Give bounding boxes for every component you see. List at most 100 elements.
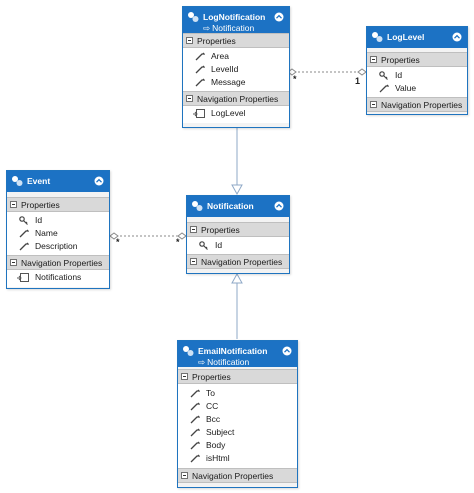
entity-name: Notification: [207, 201, 254, 211]
collapse-icon[interactable]: [274, 201, 284, 211]
entity-base-type: ⇨Notification: [203, 23, 254, 34]
property-row[interactable]: Subject: [178, 426, 297, 439]
section-title: Navigation Properties: [197, 94, 279, 104]
collapse-icon[interactable]: [282, 346, 292, 356]
wrench-icon: [190, 402, 200, 411]
property-row[interactable]: To: [178, 387, 297, 400]
property-row[interactable]: CC: [178, 400, 297, 413]
entity-name: LogNotification: [203, 12, 266, 22]
properties-section: Properties Id Value: [367, 52, 467, 97]
section-header[interactable]: Properties: [183, 33, 289, 48]
entity-base-type: ⇨Notification: [198, 357, 249, 368]
wrench-icon: [190, 428, 200, 437]
section-title: Navigation Properties: [192, 471, 274, 481]
entity-header[interactable]: Notification: [187, 196, 289, 217]
navigation-section: Navigation Properties Notifications: [7, 255, 109, 287]
navigation-section: Navigation Properties: [178, 468, 297, 483]
entity-icon: [192, 201, 203, 211]
section-header[interactable]: Navigation Properties: [367, 97, 467, 112]
collapse-section-icon[interactable]: [10, 259, 17, 266]
section-header[interactable]: Navigation Properties: [187, 254, 289, 269]
property-row[interactable]: Bcc: [178, 413, 297, 426]
entity-icon: [188, 12, 199, 22]
collapse-section-icon[interactable]: [370, 101, 377, 108]
navigation-property-name: Notifications: [35, 272, 82, 282]
section-header[interactable]: Navigation Properties: [183, 91, 289, 106]
property-row[interactable]: Message: [183, 76, 289, 89]
section-title: Properties: [381, 55, 420, 65]
entity-loglevel[interactable]: LogLevel Properties Id Value: [366, 26, 468, 115]
navigation-property-row[interactable]: LogLevel: [183, 107, 289, 120]
entity-event[interactable]: Event Properties Id Name: [6, 170, 110, 289]
entity-icon: [372, 32, 383, 42]
property-row[interactable]: isHtml: [178, 452, 297, 465]
section-header[interactable]: Properties: [367, 52, 467, 67]
property-row[interactable]: Description: [7, 240, 109, 253]
property-name: Message: [211, 77, 246, 87]
property-name: Bcc: [206, 414, 221, 424]
collapse-section-icon[interactable]: [10, 201, 17, 208]
property-name: LevelId: [211, 64, 239, 74]
base-type-name: Notification: [207, 357, 250, 367]
property-row[interactable]: Id: [187, 239, 289, 252]
property-row[interactable]: Value: [367, 82, 467, 95]
key-icon: [199, 241, 208, 250]
property-row[interactable]: LevelId: [183, 63, 289, 76]
entity-lognotification[interactable]: LogNotification ⇨Notification Properties…: [182, 6, 290, 128]
section-header[interactable]: Properties: [7, 197, 109, 212]
wrench-icon: [190, 441, 200, 450]
property-name: To: [206, 388, 215, 398]
property-row[interactable]: Id: [367, 69, 467, 82]
collapse-section-icon[interactable]: [190, 258, 197, 265]
navigation-section: Navigation Properties LogLevel: [183, 91, 289, 123]
multiplicity-label: *: [176, 237, 180, 247]
section-header[interactable]: Navigation Properties: [178, 468, 297, 483]
wrench-icon: [195, 78, 205, 87]
property-name: Id: [215, 240, 223, 250]
section-title: Navigation Properties: [201, 257, 283, 267]
wrench-icon: [190, 389, 200, 398]
section-header[interactable]: Properties: [178, 369, 297, 384]
collapse-section-icon[interactable]: [186, 95, 193, 102]
collapse-section-icon[interactable]: [370, 56, 377, 63]
wrench-icon: [195, 65, 205, 74]
entity-emailnotification[interactable]: EmailNotification ⇨Notification Properti…: [177, 340, 298, 488]
entity-header[interactable]: Event: [7, 171, 109, 192]
navigation-section: Navigation Properties: [187, 254, 289, 269]
inherit-arrow-icon: ⇨: [198, 357, 206, 367]
properties-section: Properties Area LevelId Message: [183, 33, 289, 91]
entity-header[interactable]: EmailNotification ⇨Notification: [178, 341, 297, 367]
entity-notification[interactable]: Notification Properties Id Navigation Pr…: [186, 195, 290, 274]
property-name: Description: [35, 241, 78, 251]
wrench-icon: [190, 415, 200, 424]
entity-header[interactable]: LogNotification ⇨Notification: [183, 7, 289, 33]
multiplicity-label: 1: [355, 76, 361, 86]
section-title: Properties: [201, 225, 240, 235]
property-name: Value: [395, 83, 417, 93]
wrench-icon: [379, 84, 389, 93]
collapse-section-icon[interactable]: [181, 373, 188, 380]
wrench-icon: [195, 52, 205, 61]
collapse-section-icon[interactable]: [190, 226, 197, 233]
entity-header[interactable]: LogLevel: [367, 27, 467, 48]
collapse-section-icon[interactable]: [181, 472, 188, 479]
collapse-icon[interactable]: [274, 12, 284, 22]
collapse-icon[interactable]: [94, 176, 104, 186]
property-name: Id: [35, 215, 43, 225]
property-row[interactable]: Id: [7, 214, 109, 227]
navigation-property-row[interactable]: Notifications: [7, 271, 109, 284]
property-row[interactable]: Body: [178, 439, 297, 452]
section-header[interactable]: Navigation Properties: [7, 255, 109, 270]
properties-section: Properties To CC Bcc Subject: [178, 369, 297, 468]
property-row[interactable]: Area: [183, 50, 289, 63]
property-name: Id: [395, 70, 403, 80]
entity-icon: [183, 346, 194, 356]
property-name: CC: [206, 401, 219, 411]
collapse-section-icon[interactable]: [186, 37, 193, 44]
collapse-icon[interactable]: [452, 32, 462, 42]
property-row[interactable]: Name: [7, 227, 109, 240]
section-header[interactable]: Properties: [187, 222, 289, 237]
entity-name: LogLevel: [387, 32, 425, 42]
property-name: Name: [35, 228, 58, 238]
